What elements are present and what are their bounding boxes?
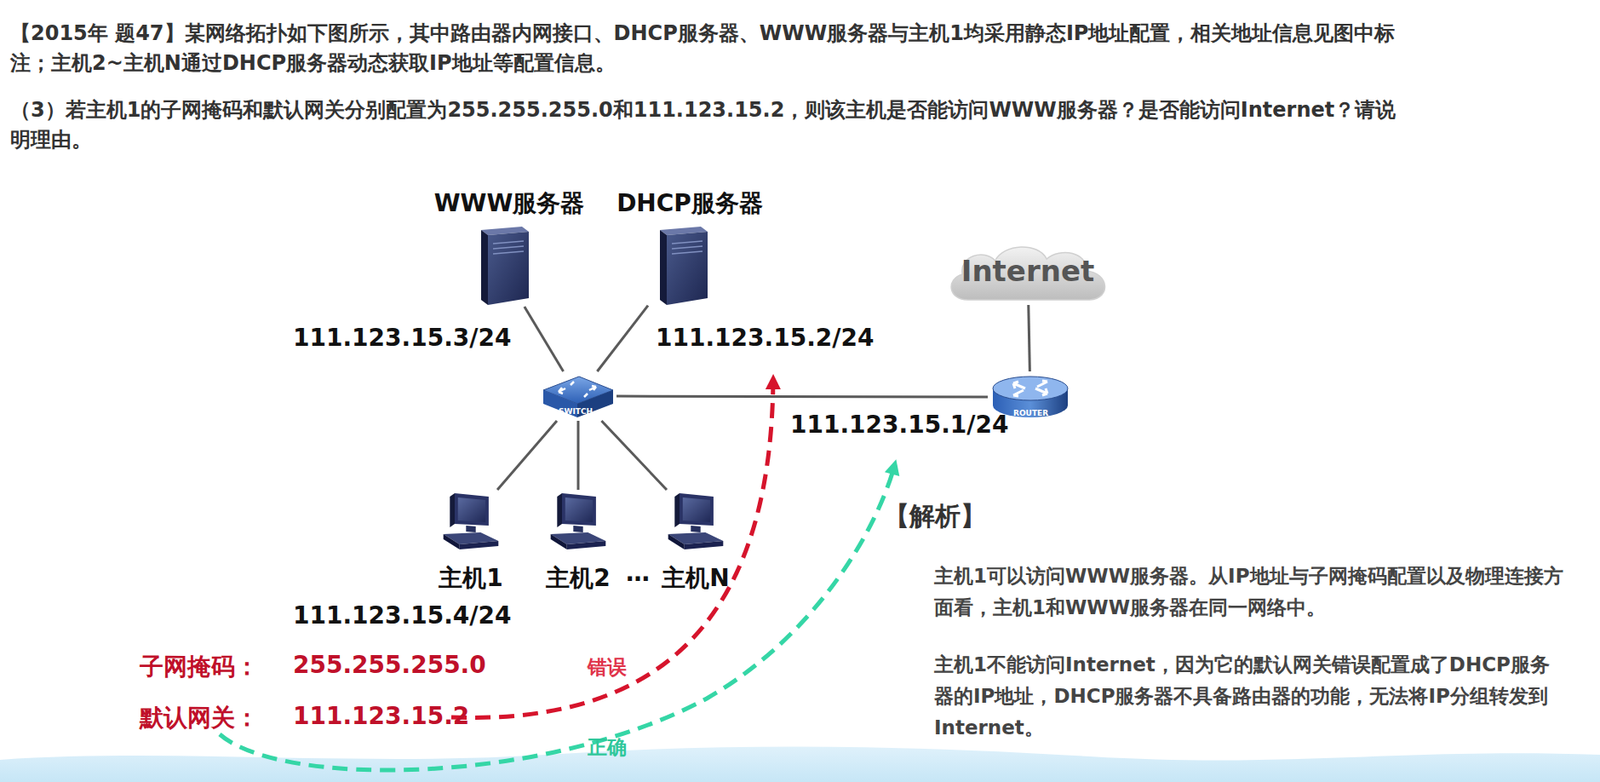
server-icon bbox=[648, 224, 710, 307]
server-node: DHCP服务器111.123.15.2/24 bbox=[648, 224, 710, 307]
node-label: DHCP服务器 bbox=[604, 187, 775, 220]
node-label: SWITCH bbox=[558, 407, 578, 416]
wrong-tag: 错误 bbox=[587, 653, 627, 681]
network-link bbox=[1028, 304, 1031, 372]
ip-address: 111.123.15.2/24 bbox=[655, 323, 874, 352]
gateway-value: 111.123.15.2 bbox=[292, 701, 470, 730]
mask-value: 255.255.255.0 bbox=[292, 650, 487, 679]
node-label: 主机2 bbox=[527, 562, 630, 595]
ip-address: 111.123.15.3/24 bbox=[292, 323, 511, 352]
title: 【2015年 题47】某网络拓扑如下图所示，其中路由器内网接口、DHCP服务器、… bbox=[10, 18, 1416, 79]
network-link bbox=[601, 420, 667, 490]
node-label: 主机1 bbox=[419, 562, 522, 595]
analysis-heading: 【解析】 bbox=[883, 498, 987, 534]
ellipsis: … bbox=[625, 558, 650, 587]
host-node: 主机N bbox=[663, 489, 729, 551]
ip-address: 111.123.15.1/24 bbox=[790, 410, 1009, 439]
host-node: 主机2 bbox=[545, 489, 611, 551]
network-link bbox=[596, 305, 649, 372]
pc-icon bbox=[438, 489, 504, 551]
server-icon bbox=[469, 224, 531, 307]
node-label: WWW服务器 bbox=[428, 187, 591, 220]
field-name: 子网掩码： bbox=[139, 650, 259, 683]
ip-address: 111.123.15.4/24 bbox=[292, 601, 511, 630]
pc-icon bbox=[663, 489, 729, 551]
switch-node: SWITCH bbox=[539, 371, 617, 421]
router-node: ROUTER111.123.15.1/24 bbox=[987, 371, 1073, 423]
network-link bbox=[497, 420, 557, 490]
field-name: 默认网关： bbox=[139, 701, 259, 735]
network-link bbox=[577, 420, 580, 490]
network-link bbox=[616, 395, 988, 399]
cloud-node: Internet bbox=[941, 240, 1114, 305]
wrong-gateway-arrow bbox=[451, 381, 774, 717]
analysis-text: 主机1不能访问Internet，因为它的默认网关错误配置成了DHCP服务器的IP… bbox=[934, 648, 1565, 743]
correct-tag: 正确 bbox=[587, 734, 627, 761]
sw-icon bbox=[539, 371, 617, 421]
pc-icon bbox=[545, 489, 611, 551]
network-link bbox=[524, 306, 564, 372]
node-label: Internet bbox=[941, 253, 1114, 288]
node-label: ROUTER bbox=[1013, 408, 1048, 418]
correct-gateway-arrow bbox=[219, 466, 895, 770]
question: （3）若主机1的子网掩码和默认网关分别配置为255.255.255.0和111.… bbox=[10, 95, 1416, 155]
analysis-text: 主机1可以访问WWW服务器。从IP地址与子网掩码配置以及物理连接方面看，主机1和… bbox=[934, 560, 1565, 624]
server-node: WWW服务器111.123.15.3/24 bbox=[469, 224, 531, 307]
host-node: 主机1111.123.15.4/24 bbox=[438, 489, 504, 551]
wave-band bbox=[0, 745, 1600, 782]
node-label: 主机N bbox=[644, 562, 747, 595]
